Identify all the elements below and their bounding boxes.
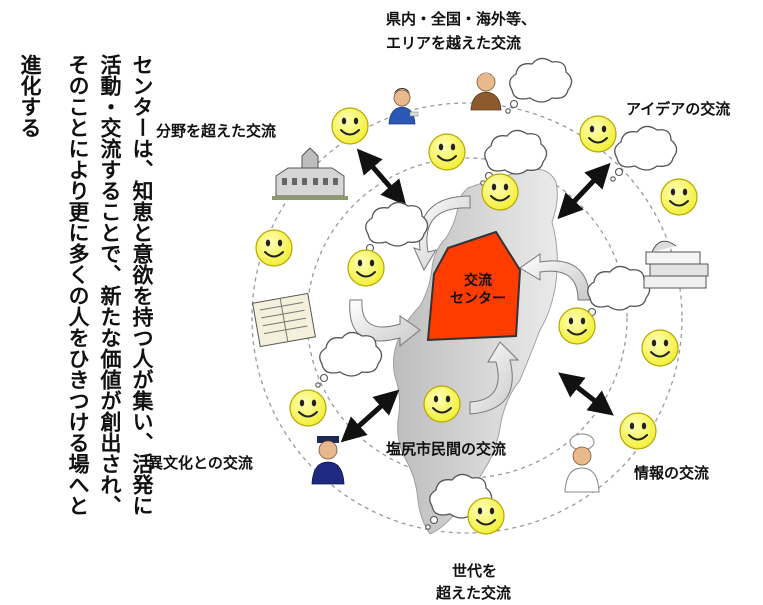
arrow-field <box>356 148 407 206</box>
vertical-text-line3: そのことにより更に多くの人をひきつける場へと <box>66 54 90 516</box>
label-area-line1: 県内・全国・海外等、 <box>386 10 537 28</box>
curved-arrow-left <box>349 299 421 348</box>
thought-bubble <box>610 125 678 182</box>
label-field: 分野を超えた交流 <box>156 122 277 140</box>
label-generation-line2: 超えた交流 <box>436 584 512 602</box>
arrow-info <box>558 372 614 416</box>
label-generation-line1: 世代を <box>452 562 498 580</box>
map-silhouette <box>392 168 558 535</box>
smiley-face <box>481 173 519 211</box>
smiley-face <box>558 307 596 345</box>
label-area-line2: エリアを越えた交流 <box>386 34 522 52</box>
label-citizens: 塩尻市民間の交流 <box>386 440 507 458</box>
books-icon <box>643 240 709 289</box>
building-icon <box>272 147 348 200</box>
label-info: 情報の交流 <box>634 464 710 482</box>
label-idea: アイデアの交流 <box>626 100 731 118</box>
smiley-face <box>347 249 385 287</box>
vertical-text-line4: 進化する <box>18 54 42 138</box>
center-shape <box>426 230 522 342</box>
smiley-face <box>579 115 617 153</box>
label-culture: 異文化との交流 <box>148 454 253 472</box>
curved-arrow-bottom <box>469 341 520 415</box>
smiley-face <box>641 329 679 367</box>
elderly-person-icon <box>470 72 502 111</box>
officer-icon <box>311 436 345 485</box>
thought-bubble <box>583 265 651 322</box>
smiley-face <box>255 229 293 267</box>
arrow-culture <box>340 389 400 443</box>
center-label-line1: 交流 <box>464 273 492 289</box>
arrow-idea <box>557 162 611 220</box>
chef-icon <box>564 433 600 493</box>
curved-arrow-right <box>519 253 591 301</box>
vertical-text-line1: センターは、知恵と意欲を持つ人が集い、活発に <box>130 54 154 516</box>
thought-bubble <box>505 57 573 114</box>
smiley-face <box>428 133 466 171</box>
smiley-face <box>423 385 461 423</box>
document-icon <box>252 292 316 348</box>
thought-bubble <box>315 331 383 388</box>
smiley-face <box>331 107 369 145</box>
center-label: 交流 センター <box>440 272 516 308</box>
person-icon <box>388 88 419 125</box>
outer-dashed-circle <box>251 102 683 534</box>
smiley-face <box>660 178 698 216</box>
smiley-face <box>467 497 505 535</box>
vertical-text-line2: 活動・交流することで、新たな価値が創出され、 <box>98 54 122 516</box>
curved-arrow-top <box>413 195 471 272</box>
smiley-face <box>289 389 327 427</box>
center-label-line2: センター <box>450 291 506 307</box>
smiley-face <box>619 412 657 450</box>
